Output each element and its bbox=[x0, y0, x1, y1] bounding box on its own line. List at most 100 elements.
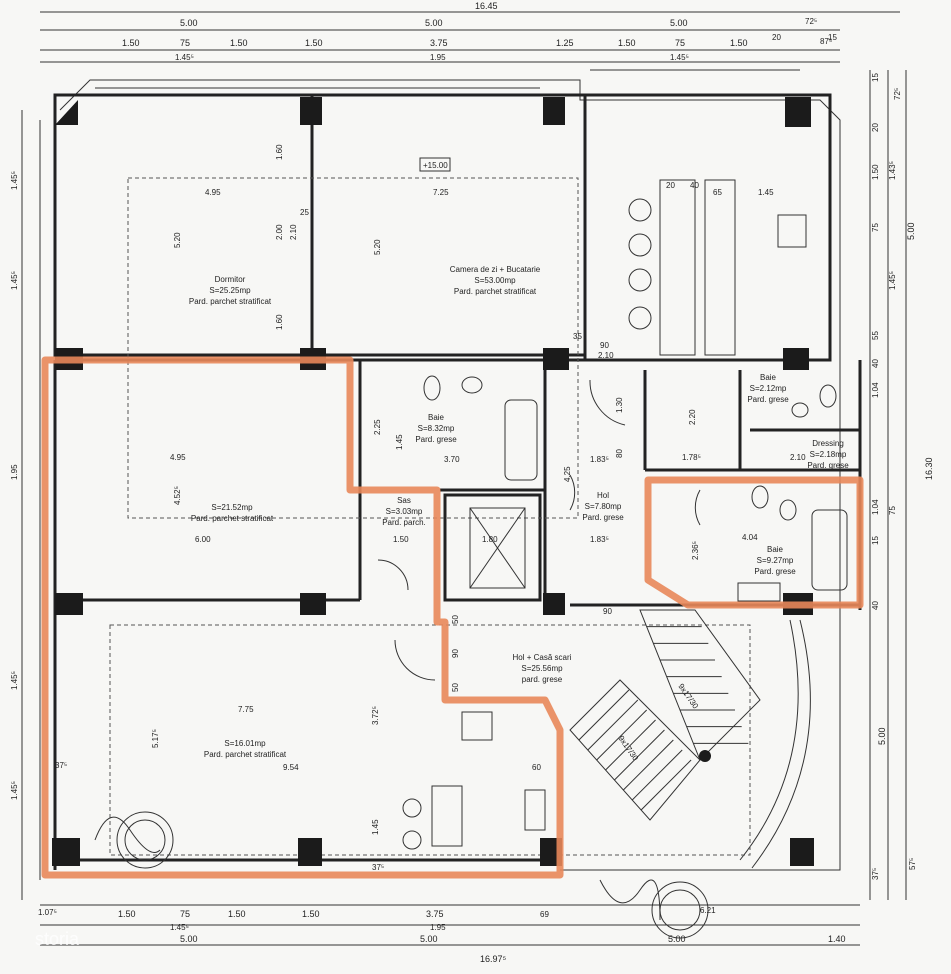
room-area: S=16.01mp bbox=[224, 739, 266, 748]
column bbox=[785, 97, 811, 127]
dim-bottom-row3-1: 5.00 bbox=[420, 934, 438, 944]
bathtub-icon bbox=[504, 399, 538, 481]
room-area: S=53.00mp bbox=[474, 276, 516, 285]
dim-int: 2.25 bbox=[373, 419, 382, 435]
highlighted-unit-outline bbox=[41, 356, 864, 879]
stair-tread bbox=[622, 739, 674, 791]
column bbox=[300, 97, 322, 125]
toilet-icon bbox=[423, 375, 441, 401]
stair-tread bbox=[587, 699, 639, 751]
dim-int: 90 bbox=[451, 649, 460, 658]
room-name: Baie bbox=[767, 545, 784, 554]
dim-int: 4.25 bbox=[563, 466, 572, 482]
room-floor: Pard. grese bbox=[415, 435, 457, 444]
dim-int: 50 bbox=[451, 615, 460, 624]
staircase: 9x17/30 9x17/30 bbox=[569, 609, 761, 821]
column bbox=[543, 97, 565, 125]
dim-int: 80 bbox=[615, 449, 624, 458]
cooktop-icon bbox=[461, 711, 493, 741]
dim-int: 2.10 bbox=[598, 351, 614, 360]
dim-bottom-row3-2: 5.00 bbox=[668, 934, 686, 944]
corner-column bbox=[55, 100, 78, 125]
column bbox=[543, 348, 569, 370]
room-name: Dressing bbox=[812, 439, 844, 448]
dim-left-4: 1.45⁵ bbox=[10, 781, 19, 800]
dim-right-total: 16.30 bbox=[924, 457, 934, 480]
dim-int: 1.83⁵ bbox=[590, 455, 609, 464]
column bbox=[300, 593, 326, 615]
dim-int: 2.10 bbox=[289, 224, 298, 240]
dim-top-row2-10: 15 bbox=[828, 33, 837, 42]
dim-right-13: 15 bbox=[871, 536, 880, 545]
door-swing bbox=[569, 474, 576, 511]
dim-left-3: 1.45⁵ bbox=[10, 671, 19, 690]
room-area: S=2.12mp bbox=[750, 384, 787, 393]
dim-int: 2.36⁵ bbox=[691, 541, 700, 560]
stair-tread bbox=[614, 729, 665, 781]
room-name: Camera de zi + Bucatarie bbox=[450, 265, 541, 274]
dim-top-row2-3: 1.50 bbox=[305, 38, 323, 48]
room-floor: Pard. grese bbox=[747, 395, 789, 404]
dim-int: 65 bbox=[713, 188, 722, 197]
room-16: S=16.01mp Pard. parchet stratificat bbox=[204, 739, 287, 759]
room-floor: Pard. grese bbox=[807, 461, 849, 470]
dim-right-17: 57⁵ bbox=[908, 858, 917, 870]
dim-int: 6.00 bbox=[195, 535, 211, 544]
dim-right-12: 1.04 bbox=[871, 499, 880, 515]
room-area: S=9.27mp bbox=[757, 556, 794, 565]
dim-right-7: 1.45⁵ bbox=[888, 271, 897, 290]
dim-int: 3.72⁵ bbox=[371, 706, 380, 725]
stamp-seal bbox=[651, 881, 709, 939]
dim-bottom-overall: 16.97⁵ bbox=[480, 954, 507, 964]
dim-int: 1.45 bbox=[395, 434, 404, 450]
signature-mark bbox=[599, 879, 661, 921]
dim-bottom-row1-3: 1.50 bbox=[228, 909, 246, 919]
room-floor: Pard. parch. bbox=[382, 518, 426, 527]
doors bbox=[377, 379, 701, 681]
room-name: Hol bbox=[597, 491, 609, 500]
elevator-icon bbox=[469, 507, 526, 589]
dim-int: 40 bbox=[690, 181, 699, 190]
stamp-seal bbox=[116, 811, 174, 869]
stool-icon bbox=[628, 198, 652, 222]
room-area: S=3.03mp bbox=[386, 507, 423, 516]
dim-right-4: 1.50 bbox=[871, 164, 880, 180]
room-area: S=2.18mp bbox=[810, 450, 847, 459]
sink-icon bbox=[524, 789, 546, 831]
level-marker-box bbox=[419, 157, 451, 172]
room-area: S=7.80mp bbox=[585, 502, 622, 511]
top-dimension-lines: 16.45 5.00 5.00 5.00 72⁵ 87⁵ 1.50 75 1.5… bbox=[40, 1, 900, 63]
dim-top-row2-6: 1.50 bbox=[618, 38, 636, 48]
dim-int: 1.45 bbox=[758, 188, 774, 197]
dim-left-2: 1.95 bbox=[10, 464, 19, 480]
dim-right-14: 40 bbox=[871, 601, 880, 610]
sink-icon bbox=[461, 376, 483, 394]
dim-right-1: 72⁵ bbox=[893, 88, 902, 100]
dim-int: 35 bbox=[573, 332, 582, 341]
room-hol-scari: Hol + Casă scari S=25.56mp pard. grese bbox=[513, 653, 572, 684]
dim-int: 1.60 bbox=[275, 144, 284, 160]
dim-top-row2-7: 75 bbox=[675, 38, 685, 48]
dim-int: 1.60 bbox=[275, 314, 284, 330]
room-floor: Pard. parchet stratificat bbox=[191, 514, 274, 523]
stool-icon bbox=[628, 233, 652, 257]
room-baie-1: Baie S=8.32mp Pard. grese bbox=[415, 413, 457, 444]
dim-int: 1.83⁵ bbox=[590, 535, 609, 544]
dim-int: 37⁵ bbox=[372, 863, 384, 872]
dim-right-10: 1.04 bbox=[871, 382, 880, 398]
dim-right-3: 1.43⁵ bbox=[888, 161, 897, 180]
room-baie-3: Baie S=9.27mp Pard. grese bbox=[754, 545, 796, 576]
dim-right-8: 55 bbox=[871, 331, 880, 340]
dim-int: 20 bbox=[666, 181, 675, 190]
toilet-icon bbox=[819, 384, 837, 408]
dim-bottom-row1-6: 69 bbox=[540, 910, 549, 919]
dim-int: 25 bbox=[300, 208, 309, 217]
dim-int: 2.10 bbox=[790, 453, 806, 462]
room-floor: Pard. grese bbox=[754, 567, 796, 576]
dim-int: 5.20 bbox=[373, 239, 382, 255]
stair-tread bbox=[640, 759, 692, 811]
structural-columns bbox=[52, 97, 814, 866]
room-name: Dormitor bbox=[215, 275, 246, 284]
